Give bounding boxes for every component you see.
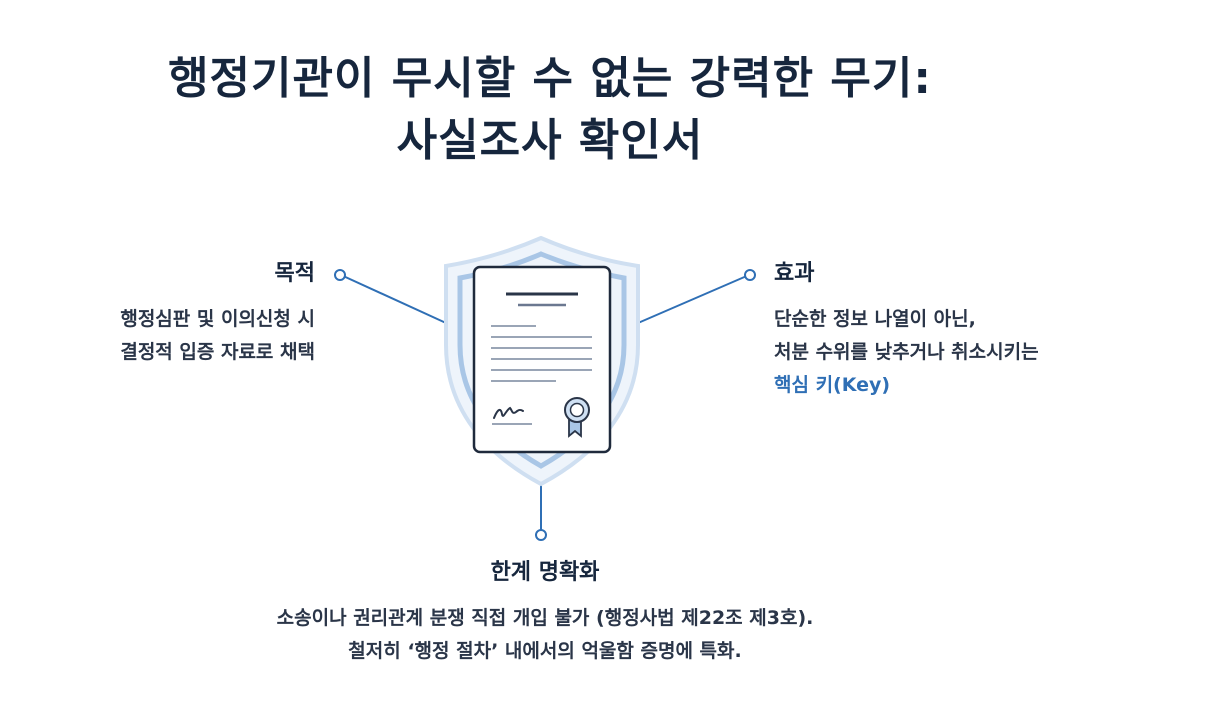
shield-inner-icon <box>457 251 627 469</box>
limit-heading: 한계 명확화 <box>490 560 600 585</box>
connector-effect <box>637 269 756 324</box>
limit-line-1: 소송이나 권리관계 분쟁 직접 개입 불가 (행정사법 제22조 제3호). <box>276 607 814 629</box>
effect-highlight: 핵심 키(Key) <box>774 374 891 396</box>
connector-purpose <box>334 269 447 324</box>
signature-icon <box>493 406 524 419</box>
limit-block: 한계 명확화 소송이나 권리관계 분쟁 직접 개입 불가 (행정사법 제22조 … <box>0 558 1090 668</box>
effect-block: 효과 단순한 정보 나열이 아닌, 처분 수위를 낮추거나 취소시키는 핵심 키… <box>774 259 1174 402</box>
document-icon <box>472 265 612 454</box>
limit-line-2: 철저히 ‘행정 절차’ 내에서의 억울함 증명에 특화. <box>348 640 742 662</box>
page-subtitle: 사실조사 확인서 <box>396 115 704 166</box>
connector-limit <box>535 484 547 541</box>
effect-line-2: 처분 수위를 낮추거나 취소시키는 <box>774 341 1039 363</box>
shield-document-icon <box>444 235 640 487</box>
purpose-block: 목적 행정심판 및 이의신청 시 결정적 입증 자료로 채택 <box>0 259 315 369</box>
purpose-heading: 목적 <box>274 261 315 286</box>
award-seal-icon <box>564 397 590 438</box>
title-block: 행정기관이 무시할 수 없는 강력한 무기: 사실조사 확인서 <box>0 48 1100 172</box>
effect-heading: 효과 <box>774 261 815 286</box>
effect-line-1: 단순한 정보 나열이 아닌, <box>774 308 976 330</box>
purpose-line-2: 결정적 입증 자료로 채택 <box>120 341 315 363</box>
purpose-line-1: 행정심판 및 이의신청 시 <box>120 308 315 330</box>
page-title: 행정기관이 무시할 수 없는 강력한 무기: <box>168 53 932 104</box>
